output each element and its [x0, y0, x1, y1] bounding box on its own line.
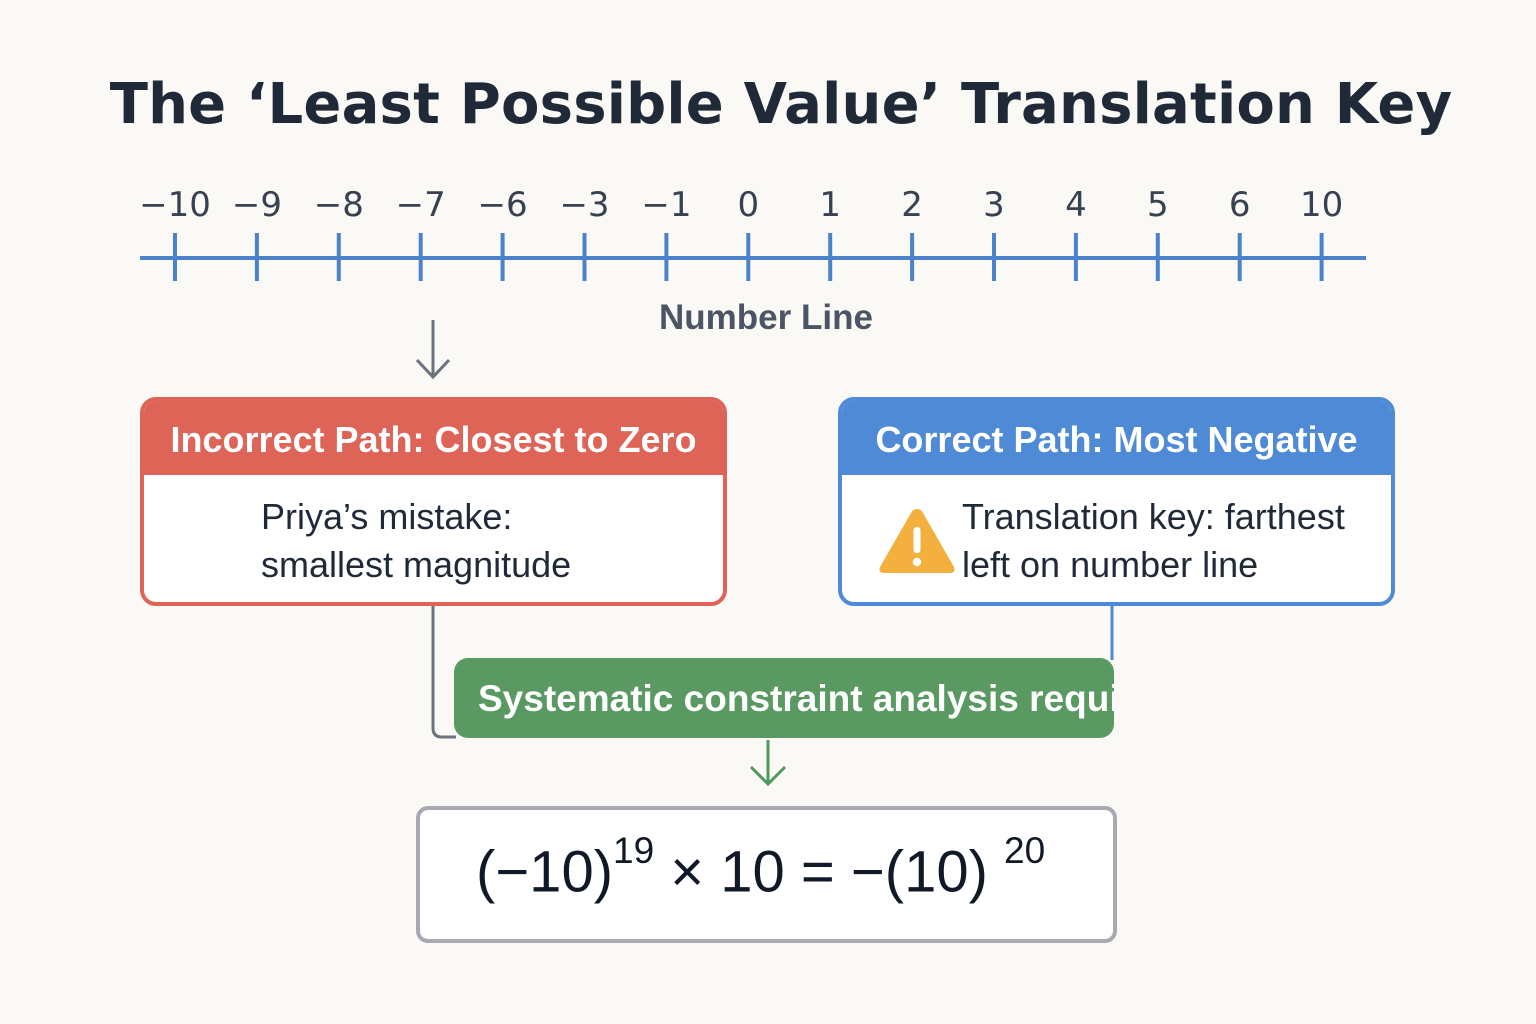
number-line-tick-label: 5: [1147, 185, 1169, 225]
correct-path-body: Translation key: farthest left on number…: [962, 493, 1345, 589]
number-line-tick-label: −8: [314, 185, 364, 225]
number-line-tick-label: 0: [737, 185, 759, 225]
formula-middle: × 10 = −(10): [654, 839, 1005, 905]
diagram-title: The ‘Least Possible Value’ Translation K…: [109, 72, 1453, 137]
number-line-tick-label: 4: [1065, 185, 1087, 225]
incorrect-path-body: Priya’s mistake: smallest magnitude: [261, 493, 571, 589]
formula-box: (−10)19 × 10 = −(10) 20: [416, 806, 1117, 943]
number-line-tick-label: −3: [559, 185, 609, 225]
correct-path-header: Correct Path: Most Negative: [842, 401, 1391, 475]
formula: (−10)19 × 10 = −(10) 20: [476, 830, 1045, 905]
number-line-tick-label: −6: [478, 185, 528, 225]
incorrect-path-card: Incorrect Path: Closest to Zero Priya’s …: [140, 397, 727, 606]
systematic-analysis-banner: Systematic constraint analysis requi: [454, 658, 1114, 738]
arrow-green-head: [749, 765, 787, 787]
number-line-tick-label: −9: [232, 185, 282, 225]
correct-line-1: Translation key: farthest: [962, 496, 1345, 537]
formula-exponent-2: 20: [1004, 830, 1046, 871]
connector-left: [431, 606, 456, 739]
warning-icon: [879, 509, 955, 573]
number-line-tick-label: 2: [901, 185, 923, 225]
number-line-tick-label: 6: [1229, 185, 1251, 225]
number-line-tick-label: −10: [139, 185, 211, 225]
arrow-head: [415, 358, 451, 380]
number-line-tick-label: −7: [396, 185, 446, 225]
incorrect-line-1: Priya’s mistake:: [261, 496, 513, 537]
formula-exponent-1: 19: [613, 830, 655, 871]
number-line-tick-label: 10: [1300, 185, 1343, 225]
number-line-tick-label: 1: [819, 185, 841, 225]
correct-path-card: Correct Path: Most Negative Translation …: [838, 397, 1395, 606]
number-line-label: Number Line: [659, 298, 873, 337]
incorrect-path-header: Incorrect Path: Closest to Zero: [144, 401, 723, 475]
number-line-tick-label: 3: [983, 185, 1005, 225]
formula-base: (−10): [476, 839, 614, 905]
number-line-tick-label: −1: [641, 185, 691, 225]
incorrect-line-2: smallest magnitude: [261, 544, 572, 585]
banner-text: Systematic constraint analysis requi: [478, 678, 1114, 719]
correct-line-2: left on number line: [962, 544, 1259, 585]
